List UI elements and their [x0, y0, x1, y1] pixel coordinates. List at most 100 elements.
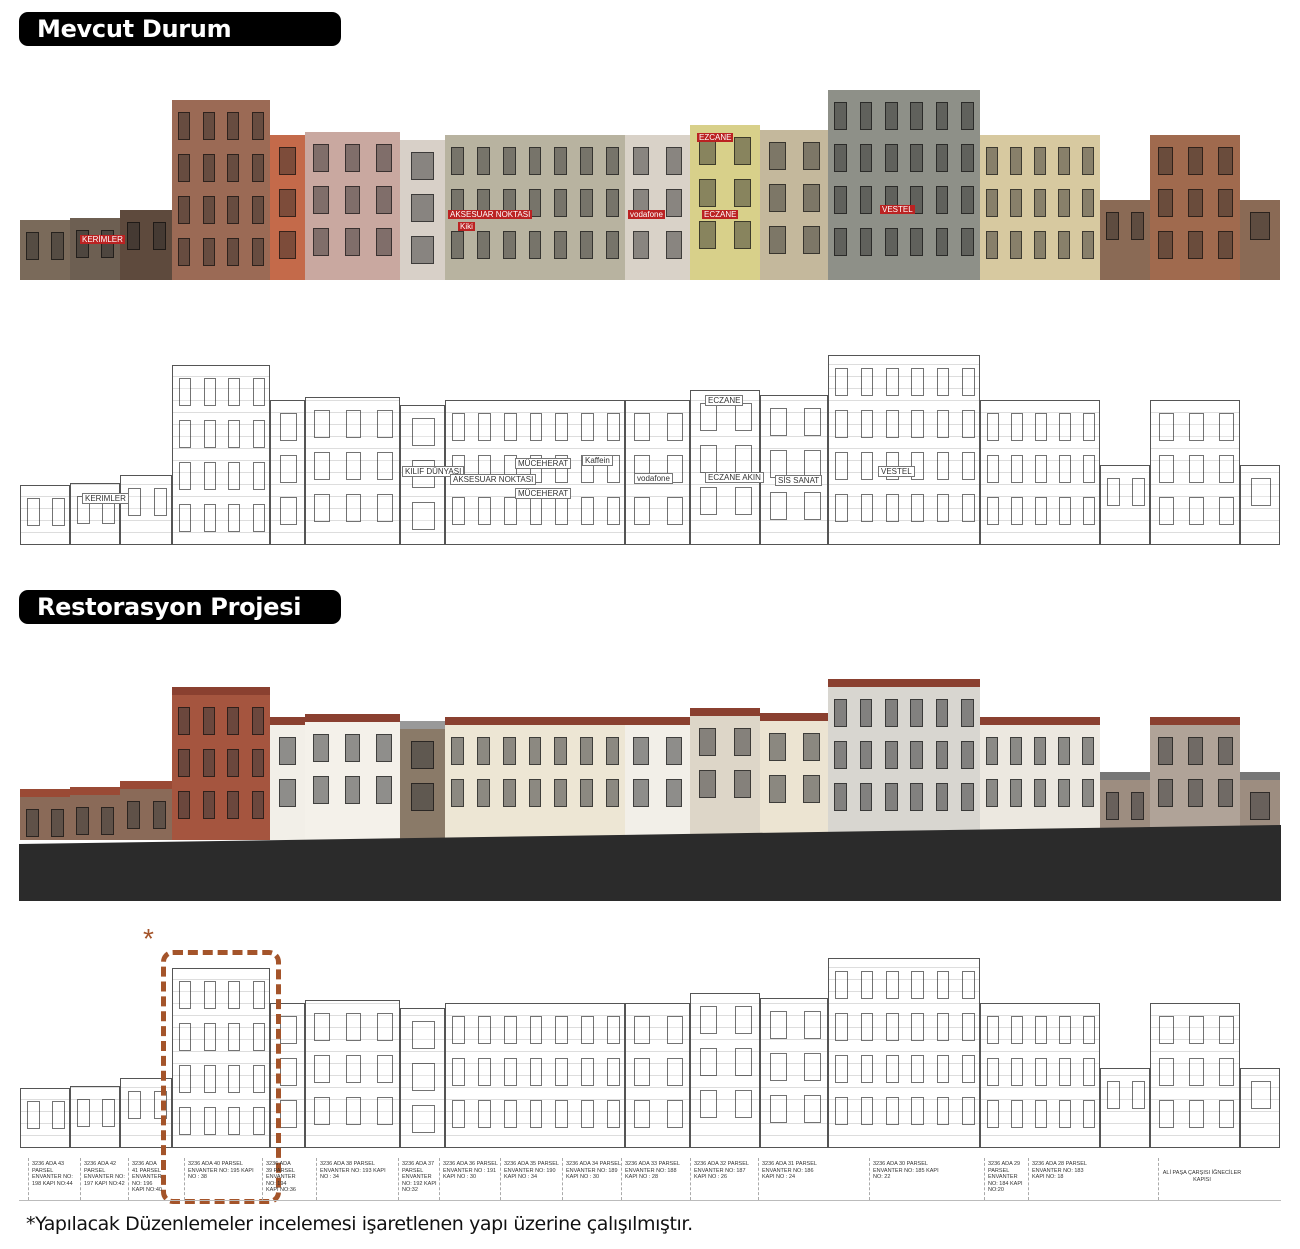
window	[961, 144, 974, 172]
parcel-divider	[316, 1158, 317, 1200]
window	[1010, 736, 1022, 765]
window	[376, 144, 393, 172]
building-facade	[120, 210, 172, 280]
window	[581, 1058, 594, 1086]
parcel-divider	[1028, 1158, 1029, 1200]
window	[377, 452, 394, 480]
window	[803, 1095, 821, 1123]
building-facade	[305, 397, 400, 545]
window	[734, 403, 753, 431]
window	[987, 1100, 999, 1128]
parcel-divider	[128, 1158, 129, 1200]
window	[734, 1090, 753, 1118]
window	[835, 452, 848, 480]
window	[345, 1097, 362, 1125]
window	[634, 413, 651, 441]
parcel-label: 3236 ADA 37 PARSEL ENVANTER NO: 192 KAPI…	[402, 1161, 437, 1194]
window	[76, 807, 89, 836]
window	[936, 1013, 950, 1041]
window	[252, 462, 265, 490]
window	[451, 736, 465, 765]
window	[769, 1053, 787, 1081]
window	[227, 791, 240, 819]
window	[962, 1097, 975, 1125]
window	[478, 1100, 491, 1128]
building-facade	[120, 475, 172, 545]
window	[252, 504, 265, 532]
window	[910, 698, 923, 727]
window	[834, 782, 847, 811]
window	[911, 971, 924, 999]
window	[1188, 1100, 1204, 1128]
window	[859, 740, 873, 769]
window	[202, 196, 215, 224]
window	[203, 1023, 216, 1051]
window	[477, 147, 490, 175]
section-title-restoration: Restorasyon Projesi	[19, 590, 341, 624]
window	[451, 231, 465, 259]
window	[529, 1100, 543, 1128]
window	[345, 494, 362, 522]
window	[910, 228, 923, 256]
window	[961, 740, 974, 769]
window	[1034, 231, 1046, 259]
window	[179, 1107, 192, 1135]
window	[911, 410, 924, 438]
window	[228, 378, 241, 406]
window	[581, 413, 594, 441]
parcel-divider	[621, 1158, 622, 1200]
parcel-label: 3236 ADA 28 PARSEL ENVANTER NO: 183 KAPI…	[1032, 1161, 1087, 1181]
building-facade	[1150, 135, 1240, 280]
window	[835, 1055, 848, 1083]
window	[835, 1097, 848, 1125]
window	[1158, 413, 1174, 441]
shop-sign: vodafone	[628, 210, 665, 219]
window	[1158, 1016, 1174, 1044]
window	[860, 368, 874, 396]
window	[911, 494, 924, 522]
window	[666, 1016, 683, 1044]
window	[1107, 478, 1120, 506]
parcel-divider	[758, 1158, 759, 1200]
window	[411, 741, 434, 769]
window	[961, 698, 974, 727]
window	[251, 749, 264, 777]
window	[1157, 189, 1173, 217]
window	[962, 368, 975, 396]
window	[1187, 147, 1203, 175]
building-facade	[1100, 1068, 1150, 1148]
window	[886, 971, 899, 999]
window	[528, 231, 542, 259]
window	[835, 494, 848, 522]
window	[580, 778, 593, 807]
window	[528, 147, 542, 175]
window	[278, 189, 297, 217]
window	[179, 462, 192, 490]
window	[1218, 1058, 1234, 1086]
building-facade	[445, 1003, 625, 1148]
window	[1082, 147, 1094, 175]
window	[859, 186, 873, 214]
window	[666, 413, 683, 441]
window	[734, 1006, 753, 1034]
shop-sign: Kiki	[458, 222, 475, 231]
building-facade	[980, 400, 1100, 545]
window	[1188, 455, 1204, 483]
window	[1011, 497, 1023, 525]
window	[152, 222, 166, 250]
window	[203, 1107, 216, 1135]
window	[228, 1023, 241, 1051]
window	[1011, 1100, 1023, 1128]
building-facade	[690, 390, 760, 545]
window	[252, 378, 265, 406]
window	[962, 452, 975, 480]
window	[834, 740, 847, 769]
window	[1251, 478, 1271, 506]
restoration-render-elevation	[0, 640, 1300, 840]
window	[1158, 455, 1174, 483]
window	[345, 1055, 362, 1083]
window	[803, 1053, 821, 1081]
window	[477, 231, 490, 259]
window	[312, 228, 329, 256]
window	[179, 1023, 192, 1051]
